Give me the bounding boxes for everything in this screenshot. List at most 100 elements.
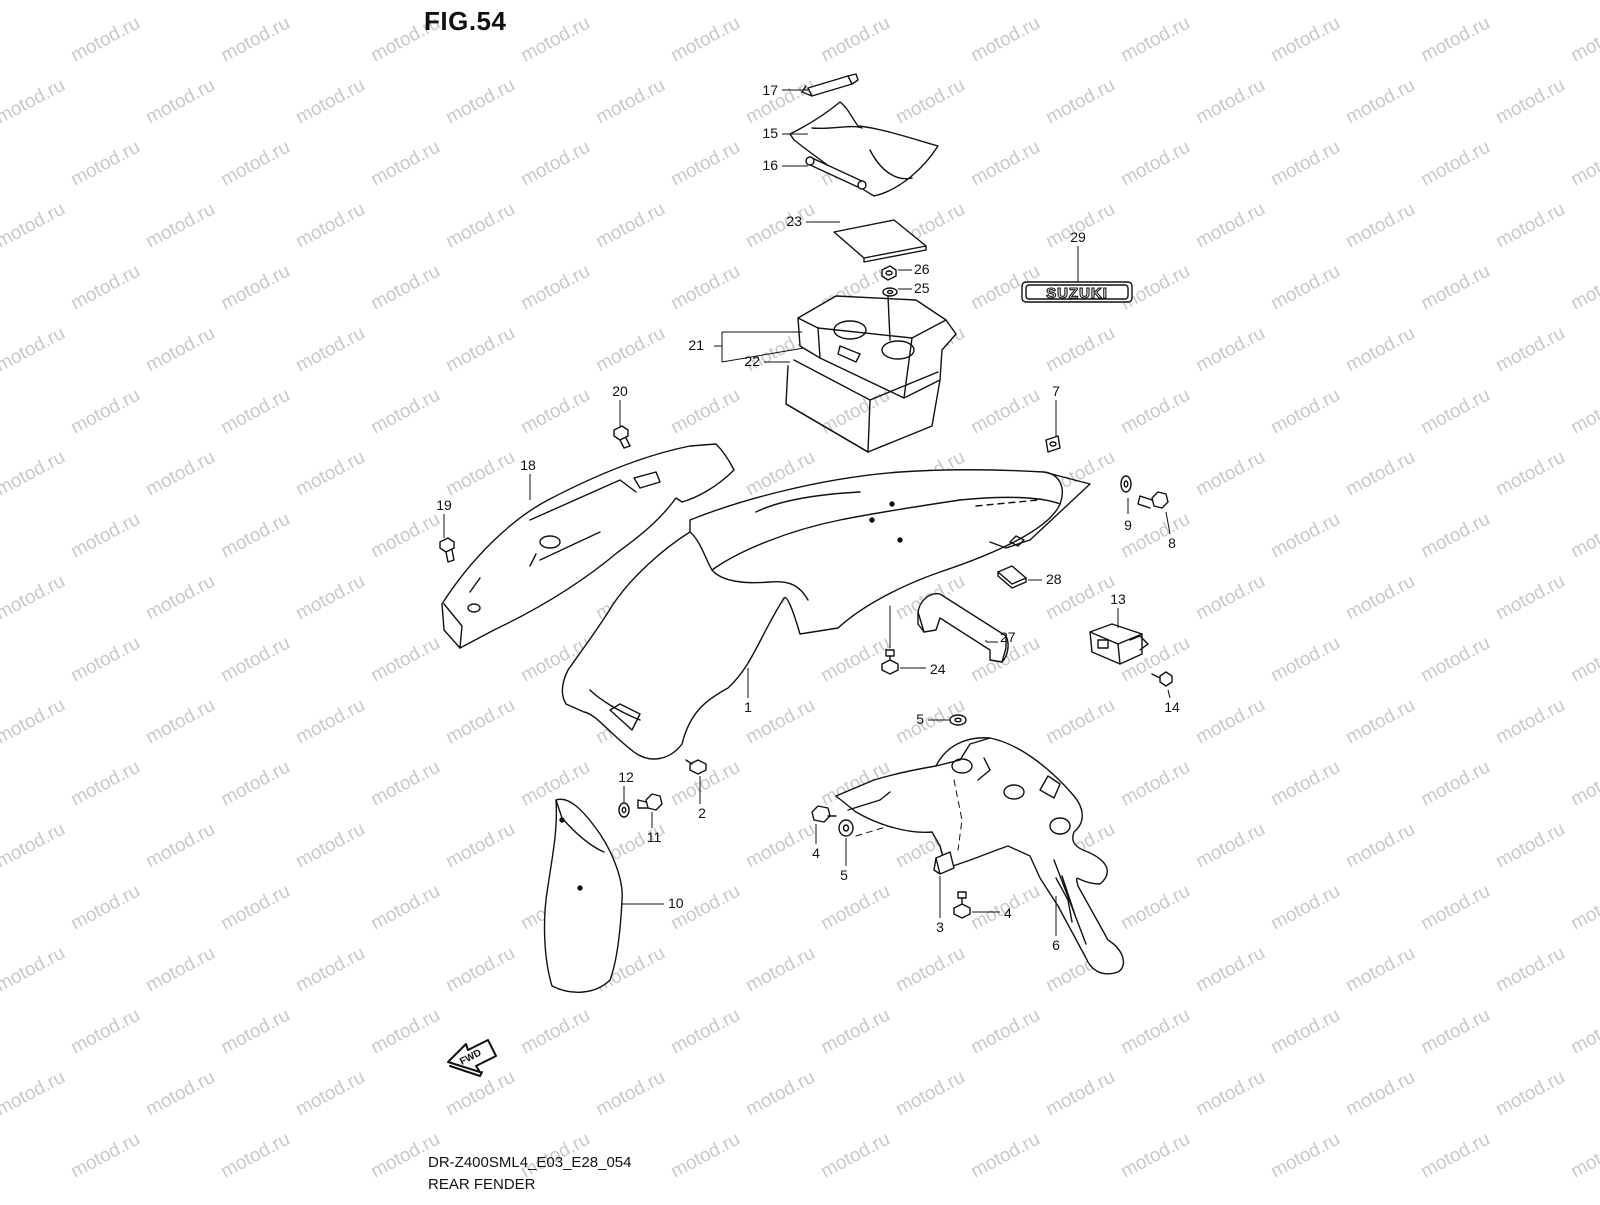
callout-number: 27 xyxy=(1000,629,1016,645)
callout-strap: 17 xyxy=(762,82,808,98)
callout-number: 6 xyxy=(1052,937,1060,953)
watermark-text: motod.ru xyxy=(67,261,143,315)
callout-emblem: 29 xyxy=(1070,229,1086,282)
watermark-text: motod.ru xyxy=(1492,75,1568,129)
watermark-text: motod.ru xyxy=(1567,633,1600,687)
callout-number: 16 xyxy=(762,157,778,173)
watermark-text: motod.ru xyxy=(292,447,368,501)
watermark-text: motod.ru xyxy=(367,633,443,687)
watermark-text: motod.ru xyxy=(1342,0,1418,4)
callout-manual-pad: 23 xyxy=(786,213,840,229)
emblem-part xyxy=(1021,281,1133,303)
callout-side-cover: 18 xyxy=(520,457,536,500)
callout-number: 19 xyxy=(436,497,452,513)
watermark-text: motod.ru xyxy=(592,323,668,377)
watermark-text: motod.ru xyxy=(1042,695,1118,749)
watermark-text: motod.ru xyxy=(892,1067,968,1121)
watermark-text: motod.ru xyxy=(217,757,293,811)
watermark-text: motod.ru xyxy=(1267,633,1343,687)
callout-number: 12 xyxy=(618,769,634,785)
watermark-text: motod.ru xyxy=(217,1129,293,1183)
handle-part xyxy=(917,593,1009,663)
watermark-text: motod.ru xyxy=(142,1067,218,1121)
watermark-text: motod.ru xyxy=(1567,1005,1600,1059)
watermark-text: motod.ru xyxy=(742,943,818,997)
manual-pad-part xyxy=(833,219,927,263)
watermark-text: motod.ru xyxy=(217,137,293,191)
watermark-text: motod.ru xyxy=(742,1067,818,1121)
watermark-text: motod.ru xyxy=(1492,0,1568,4)
watermark-text: motod.ru xyxy=(442,0,518,4)
watermark-text: motod.ru xyxy=(1192,1067,1268,1121)
figure-name: REAR FENDER xyxy=(428,1176,536,1193)
watermark-text: motod.ru xyxy=(742,199,818,253)
watermark-text: motod.ru xyxy=(1492,695,1568,749)
watermark-text: motod.ru xyxy=(442,323,518,377)
bolt-11 xyxy=(637,793,663,811)
callout-bolt: 24 xyxy=(900,661,946,677)
watermark-text: motod.ru xyxy=(967,137,1043,191)
watermark-text: motod.ru xyxy=(1567,1129,1600,1183)
watermark-text: motod.ru xyxy=(1417,1129,1493,1183)
watermark-text: motod.ru xyxy=(967,385,1043,439)
watermark-text: motod.ru xyxy=(1417,633,1493,687)
callout-handle: 27 xyxy=(985,629,1016,645)
watermark-text: motod.ru xyxy=(142,695,218,749)
watermark-text: motod.ru xyxy=(1417,757,1493,811)
watermark-text: motod.ru xyxy=(1267,261,1343,315)
watermark-text: motod.ru xyxy=(142,0,218,4)
callout-number: 18 xyxy=(520,457,536,473)
watermark-text: motod.ru xyxy=(967,1129,1043,1183)
watermark-text: motod.ru xyxy=(442,199,518,253)
watermark-text: motod.ru xyxy=(1192,695,1268,749)
callout-number: 5 xyxy=(916,711,924,727)
tool-box-lower-part xyxy=(785,359,941,453)
callout-bolt: 2 xyxy=(698,776,706,821)
watermark-text: motod.ru xyxy=(67,1005,143,1059)
watermark-text: motod.ru xyxy=(0,323,69,377)
watermark-text: motod.ru xyxy=(67,757,143,811)
callout-number: 15 xyxy=(762,125,778,141)
bolt-4a xyxy=(811,805,837,823)
watermark-text: motod.ru xyxy=(592,75,668,129)
callout-bolt: 19 xyxy=(436,497,452,538)
watermark-text: motod.ru xyxy=(1417,137,1493,191)
watermark-text: motod.ru xyxy=(892,943,968,997)
watermark-text: motod.ru xyxy=(0,447,69,501)
watermark-text: motod.ru xyxy=(1417,881,1493,935)
watermark-text: motod.ru xyxy=(1192,571,1268,625)
watermark-text: motod.ru xyxy=(442,943,518,997)
watermark-text: motod.ru xyxy=(1042,1067,1118,1121)
watermark-text: motod.ru xyxy=(1567,757,1600,811)
watermark-text: motod.ru xyxy=(742,819,818,873)
screw-14 xyxy=(1151,671,1173,687)
washer-part xyxy=(882,287,898,297)
watermark-text: motod.ru xyxy=(142,819,218,873)
watermark-text: motod.ru xyxy=(742,0,818,4)
watermark-text: motod.ru xyxy=(517,385,593,439)
watermark-text: motod.ru xyxy=(592,0,668,4)
watermark-text: motod.ru xyxy=(367,385,443,439)
watermark-text: motod.ru xyxy=(1342,819,1418,873)
watermark-text: motod.ru xyxy=(817,1005,893,1059)
watermark-text: motod.ru xyxy=(667,1005,743,1059)
callout-number: 8 xyxy=(1168,535,1176,551)
watermark-text: motod.ru xyxy=(442,695,518,749)
watermark-text: motod.ru xyxy=(1342,943,1418,997)
callout-number: 11 xyxy=(647,829,662,845)
callout-number: 29 xyxy=(1070,229,1086,245)
watermark-text: motod.ru xyxy=(1567,385,1600,439)
watermark-text: motod.ru xyxy=(667,13,743,67)
watermark-text: motod.ru xyxy=(67,137,143,191)
leader-line xyxy=(721,347,805,363)
strap-part xyxy=(801,73,859,97)
watermark-text: motod.ru xyxy=(1117,881,1193,935)
watermark-text: motod.ru xyxy=(817,1129,893,1183)
watermark-text: motod.ru xyxy=(0,943,69,997)
watermark-text: motod.ru xyxy=(217,509,293,563)
callout-relay: 13 xyxy=(1110,591,1126,628)
watermark-text: motod.ru xyxy=(367,757,443,811)
watermark-text: motod.ru xyxy=(517,261,593,315)
